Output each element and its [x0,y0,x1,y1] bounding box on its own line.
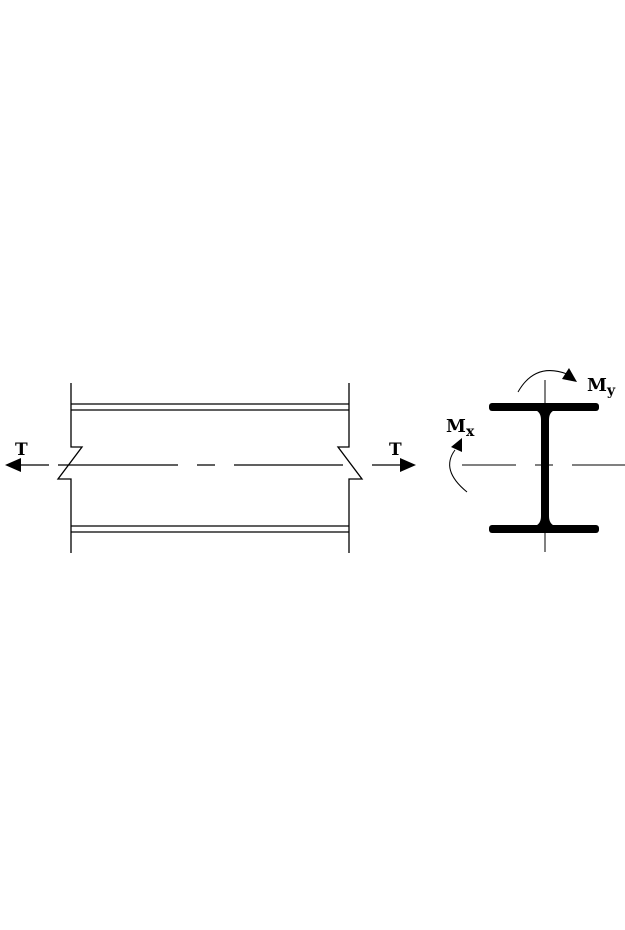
beam-right-break-line [336,383,364,553]
tension-right-label: T [389,440,402,460]
section-web [535,410,555,526]
curved-arrow-icon [517,370,568,393]
section-bottom-flange [489,525,599,533]
arrow-left-icon [5,458,49,472]
section-top-flange [489,403,599,411]
moment-y-arrow [517,368,577,393]
beam-left-break-line [56,383,84,553]
curved-arrow-icon [449,449,468,493]
arrow-right-icon [372,458,416,472]
beam-elevation [56,383,364,553]
moment-x-arrow [449,438,468,493]
moment-x-label: Mx [446,416,475,440]
moment-y-label: My [587,375,616,399]
tension-left-label: T [15,440,28,460]
i-section [462,380,625,552]
